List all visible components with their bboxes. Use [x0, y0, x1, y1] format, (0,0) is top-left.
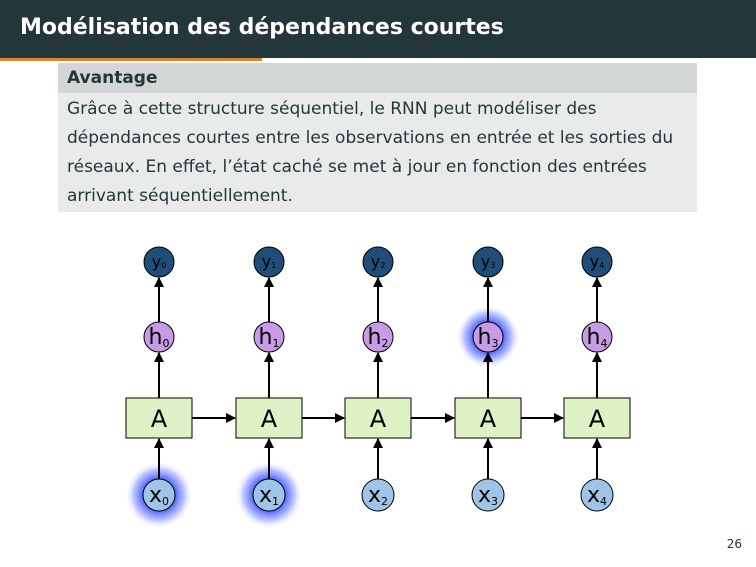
hidden-node-label: h4	[587, 325, 608, 350]
block-body: Grâce à cette structure séquentiel, le R…	[58, 93, 697, 212]
rnn-cell	[235, 397, 303, 439]
input-node	[471, 478, 505, 512]
input-node	[252, 478, 286, 512]
input-node-label: x2	[368, 483, 388, 508]
input-node-label: x4	[587, 483, 607, 508]
hidden-node	[472, 321, 504, 353]
input-node	[142, 478, 176, 512]
output-node	[581, 246, 613, 278]
input-node-label: x1	[259, 483, 279, 508]
hidden-node	[581, 321, 613, 353]
hidden-node-label: h3	[478, 325, 499, 350]
input-node-label: x0	[149, 483, 169, 508]
rnn-cell-label: A	[261, 405, 278, 433]
input-node	[361, 478, 395, 512]
output-node-label: y4	[590, 252, 605, 271]
hidden-node	[362, 321, 394, 353]
hidden-node-label: h0	[149, 325, 170, 350]
block-line: réseaux. En effet, l’état caché se met à…	[67, 157, 647, 177]
hidden-node	[253, 321, 285, 353]
input-node-label: x3	[478, 483, 498, 508]
block-title: Avantage	[58, 63, 697, 93]
output-node-label: y2	[371, 252, 386, 271]
hidden-node-label: h1	[259, 325, 280, 350]
output-node	[143, 246, 175, 278]
hidden-node-label: h2	[368, 325, 389, 350]
block-line: dépendances courtes entre les observatio…	[67, 128, 674, 148]
rnn-cell-label: A	[589, 405, 606, 433]
output-node	[472, 246, 504, 278]
output-node	[362, 246, 394, 278]
definition-block: Avantage Grâce à cette structure séquent…	[58, 63, 697, 212]
output-node-label: y0	[152, 252, 167, 271]
title-underline	[0, 58, 262, 61]
rnn-cell-label: A	[480, 405, 497, 433]
rnn-cell	[563, 397, 631, 439]
output-node-label: y1	[262, 252, 277, 271]
slide-title-bar: Modélisation des dépendances courtes	[0, 0, 756, 58]
page-number: 26	[726, 537, 742, 551]
rnn-cell-label: A	[151, 405, 168, 433]
output-node-label: y3	[481, 252, 496, 271]
output-node	[253, 246, 285, 278]
rnn-cell-label: A	[370, 405, 387, 433]
hidden-node	[143, 321, 175, 353]
slide-title: Modélisation des dépendances courtes	[20, 15, 504, 40]
block-line: arrivant séquentiellement.	[67, 186, 293, 206]
input-node	[580, 478, 614, 512]
block-line: Grâce à cette structure séquentiel, le R…	[67, 99, 597, 119]
